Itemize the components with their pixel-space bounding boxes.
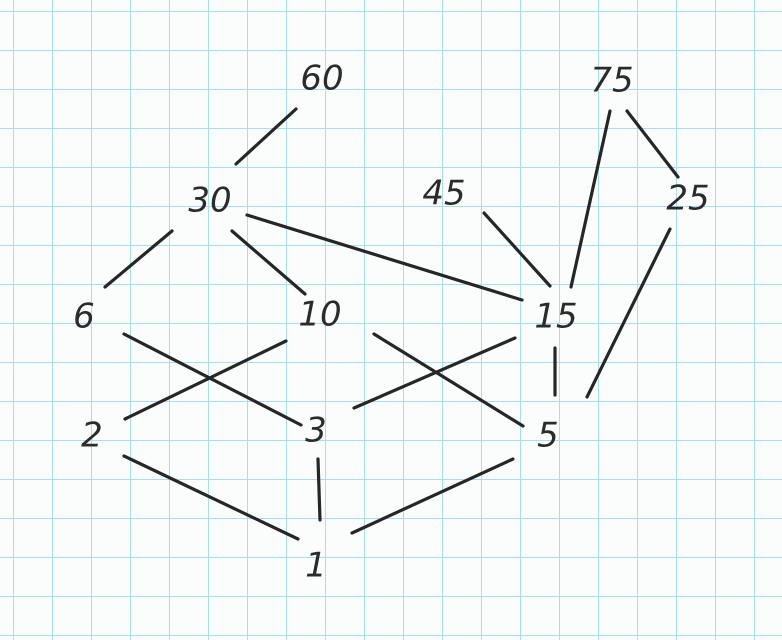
edge-2-1 <box>122 454 300 541</box>
edge-3-1 <box>316 457 322 522</box>
node-60: 60 <box>300 59 343 99</box>
node-2: 2 <box>81 416 103 456</box>
edge-15-3 <box>352 336 517 410</box>
node-layer: 60 30 45 75 25 6 10 15 2 3 5 1 <box>73 59 709 586</box>
node-10: 10 <box>298 295 341 335</box>
edge-25-5 <box>585 227 672 399</box>
node-1: 1 <box>305 546 327 586</box>
edge-5-1 <box>350 457 515 535</box>
edge-6-3 <box>122 332 303 427</box>
edge-75-15 <box>569 109 612 289</box>
edge-30-6 <box>103 229 174 289</box>
node-6: 6 <box>73 297 95 337</box>
node-5: 5 <box>537 416 559 456</box>
node-15: 15 <box>534 297 577 337</box>
edge-10-2 <box>123 339 288 421</box>
node-30: 30 <box>188 181 231 221</box>
node-45: 45 <box>422 174 465 214</box>
node-3: 3 <box>305 411 327 451</box>
edge-10-5 <box>372 332 525 428</box>
node-25: 25 <box>666 179 709 219</box>
node-75: 75 <box>590 61 633 101</box>
edge-60-30 <box>234 107 298 166</box>
edge-layer <box>103 107 680 541</box>
edge-30-10 <box>230 229 307 296</box>
edge-45-15 <box>482 211 552 288</box>
edge-75-25 <box>625 109 680 179</box>
edge-30-15 <box>245 213 524 302</box>
